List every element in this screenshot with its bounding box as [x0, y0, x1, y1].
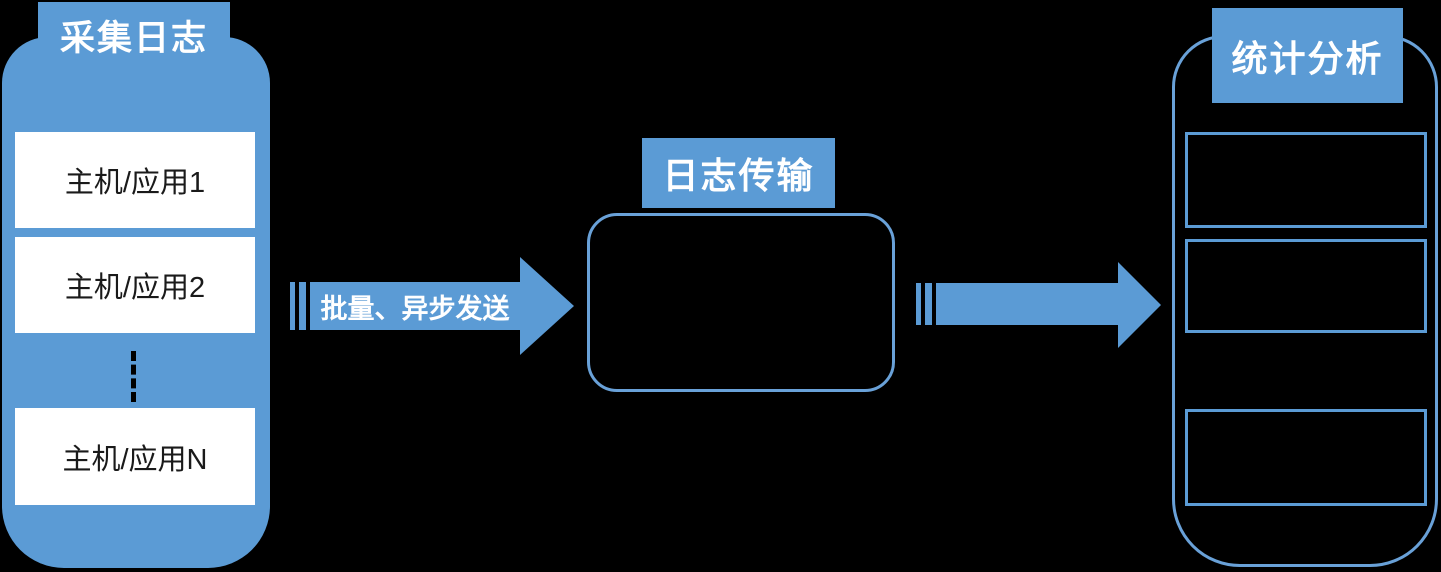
arrow-2-stripe-2: [925, 283, 932, 325]
arrow-1-stripe-2: [299, 282, 306, 330]
vertical-ellipsis-dashes: [131, 351, 136, 402]
arrow-1-stripe-1: [290, 282, 295, 330]
arrow-2-head: [1118, 262, 1161, 348]
collect-logs-title: 采集日志: [38, 2, 230, 68]
log-transfer-title: 日志传输: [642, 138, 835, 208]
log-transfer-box: [587, 213, 895, 392]
host-app-n-box: 主机/应用N: [15, 408, 255, 505]
host-app-n-label: 主机/应用N: [62, 443, 208, 476]
host-app-2-label: 主机/应用2: [64, 272, 206, 304]
analysis-slot-1: [1185, 132, 1427, 228]
host-app-1-box: 主机/应用1: [15, 132, 255, 228]
arrow-1-head: [520, 257, 574, 355]
analysis-slot-3: [1185, 409, 1427, 506]
analysis-title: 统计分析: [1212, 8, 1403, 103]
arrow-1-label: 批量、异步发送: [320, 293, 510, 324]
arrow-1-body: 批量、异步发送: [310, 282, 520, 330]
host-app-2-box: 主机/应用2: [15, 237, 255, 333]
analysis-slot-2: [1185, 239, 1427, 333]
arrow-2-body: [936, 283, 1118, 325]
arrow-2-stripe-1: [916, 283, 921, 325]
host-app-1-label: 主机/应用1: [64, 167, 206, 199]
